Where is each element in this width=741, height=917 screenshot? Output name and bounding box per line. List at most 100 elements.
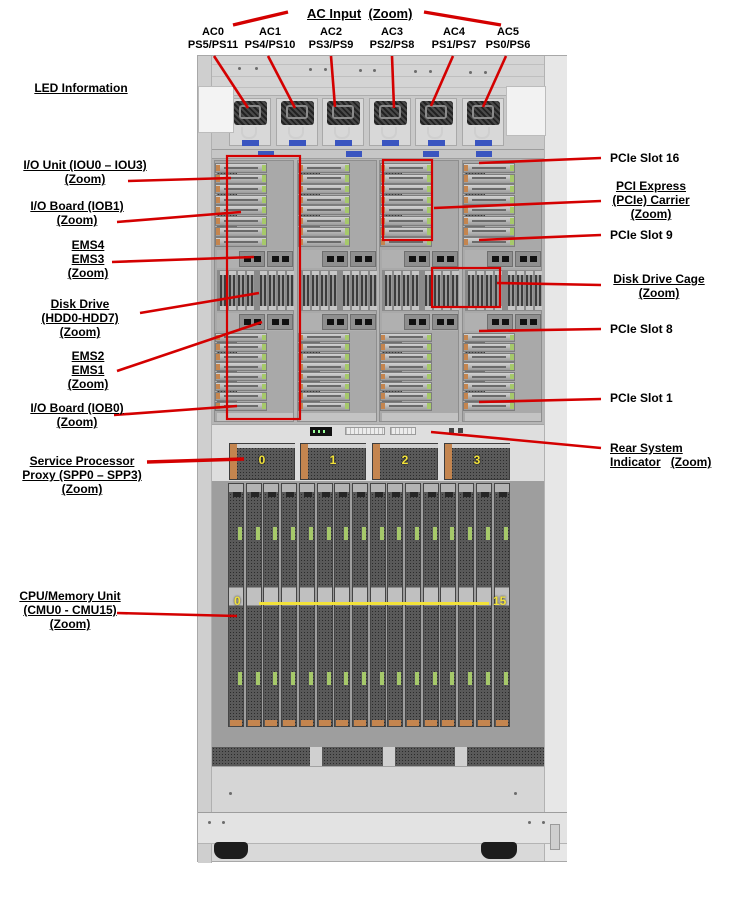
- spp-number: 1: [329, 453, 337, 467]
- callout-cpu-memory-unit[interactable]: CPU/Memory Unit (CMU0 - CMU15) (Zoom): [19, 589, 121, 632]
- pcie-carrier: [380, 184, 432, 195]
- ac-input-heading[interactable]: AC Input (Zoom): [307, 6, 412, 21]
- pcie-carrier: [380, 237, 432, 248]
- ac-input-zoom-link[interactable]: (Zoom): [368, 6, 413, 21]
- psu-module: [462, 98, 504, 146]
- spp-number: 0: [258, 453, 266, 467]
- pcie-carrier: [297, 333, 350, 342]
- cmu-card: [387, 483, 404, 727]
- cmu-card: [405, 483, 421, 727]
- pcie-carrier: [215, 333, 267, 342]
- blank-panel: [212, 766, 544, 812]
- ac-input-heading-text[interactable]: AC Input: [307, 6, 362, 21]
- callout-disk-drive[interactable]: Disk Drive (HDD0-HDD7) (Zoom): [41, 297, 119, 340]
- iou-bottom-strip: [217, 413, 293, 421]
- callout-rear-system-indicator[interactable]: Rear System Indicator (Zoom): [610, 441, 712, 470]
- base-frame: [198, 812, 567, 844]
- ems-row: [299, 250, 376, 268]
- right-side-panel: [544, 56, 567, 861]
- callout-disk-drive-cage[interactable]: Disk Drive Cage (Zoom): [613, 272, 705, 301]
- slot-label: [476, 151, 492, 157]
- pcie-carrier: [462, 163, 515, 173]
- cmu-card: [245, 483, 262, 727]
- ac-plug: [378, 105, 401, 119]
- frame-groove: [212, 76, 544, 77]
- cmu-card: [493, 483, 510, 727]
- pcie-carrier: [380, 382, 432, 391]
- iou-bottom-strip: [382, 413, 458, 421]
- disk-drive: [320, 271, 328, 310]
- slot-label: [346, 151, 362, 157]
- disk-drive-bay: [382, 270, 459, 311]
- disk-drive: [269, 271, 276, 310]
- pcie-carrier: [380, 342, 432, 352]
- frame-groove: [212, 64, 544, 65]
- callout-ems4-ems3[interactable]: EMS4 EMS3 (Zoom): [67, 238, 109, 281]
- pcie-carrier: [380, 205, 432, 216]
- io-unit-section: [212, 159, 544, 424]
- cmu-section: [212, 481, 544, 747]
- pcie-carrier: [380, 333, 432, 342]
- cmu-card: [458, 483, 475, 727]
- spp-module-3: 3: [444, 443, 510, 480]
- pcie-carrier: [215, 184, 267, 195]
- callout-ems2-ems1[interactable]: EMS2 EMS1 (Zoom): [67, 349, 109, 392]
- disk-drive: [238, 271, 245, 310]
- disk-drive: [525, 271, 533, 310]
- ac-plug: [332, 105, 355, 119]
- disk-drive: [434, 271, 441, 310]
- pcie-carrier: [462, 401, 515, 411]
- rear-indicator-zoom-link[interactable]: (Zoom): [670, 455, 712, 470]
- ac-plug: [472, 105, 494, 119]
- iou-bottom-strip: [464, 413, 541, 421]
- iob-vent-panel: [382, 333, 402, 411]
- pcie-carrier: [380, 226, 432, 237]
- ems-module: [239, 251, 265, 267]
- pcie-carrier: [297, 163, 350, 173]
- cable-bracket: [198, 86, 234, 133]
- disk-drive: [229, 271, 236, 310]
- iou-column: [296, 160, 377, 422]
- frame-groove: [212, 87, 544, 88]
- pcie-carrier: [462, 362, 515, 372]
- pcie-carrier: [462, 342, 515, 352]
- pcie-carrier: [215, 194, 267, 205]
- psu-row: [212, 96, 544, 149]
- disk-drive: [287, 271, 294, 310]
- spp-latch: [373, 444, 380, 479]
- pcie-carrier: [462, 216, 515, 226]
- callout-io-board-iob0[interactable]: I/O Board (IOB0) (Zoom): [30, 401, 124, 430]
- disk-drive: [534, 271, 542, 310]
- ac-plug: [425, 105, 448, 119]
- pcie-carrier: [462, 372, 515, 382]
- cmu-card: [281, 483, 298, 727]
- disk-drive: [403, 271, 410, 310]
- callout-service-processor-proxy[interactable]: Service Processor Proxy (SPP0 – SPP3) (Z…: [22, 454, 142, 497]
- pcie-carrier: [297, 372, 350, 382]
- callout-io-unit[interactable]: I/O Unit (IOU0 – IOU3) (Zoom): [23, 158, 147, 187]
- spp-latch: [445, 444, 452, 479]
- psu-module: [415, 98, 458, 146]
- pcie-carrier: [297, 382, 350, 391]
- slot-label: [423, 151, 439, 157]
- pcie-carrier: [462, 194, 515, 205]
- pcie-carrier: [215, 382, 267, 391]
- callout-pcie-carrier[interactable]: PCI Express (PCIe) Carrier (Zoom): [612, 179, 690, 222]
- psu-label: [381, 140, 399, 146]
- cmu-range-line: [259, 602, 489, 605]
- disk-drive: [485, 271, 493, 310]
- ems-row: [382, 313, 458, 331]
- iob-vent-panel: [299, 333, 320, 411]
- callout-io-board-iob1[interactable]: I/O Board (IOB1) (Zoom): [30, 199, 124, 228]
- pcie-carrier: [215, 391, 267, 401]
- psu-module: [229, 98, 271, 146]
- disk-drive: [443, 271, 450, 310]
- cord-retention-clip: [241, 127, 257, 139]
- pcie-carrier: [215, 237, 267, 248]
- pcie-carrier: [462, 205, 515, 216]
- ems-row: [382, 250, 458, 268]
- spp-latch: [301, 444, 308, 479]
- ems-module: [321, 251, 348, 267]
- callout-led-information[interactable]: LED Information: [34, 81, 128, 95]
